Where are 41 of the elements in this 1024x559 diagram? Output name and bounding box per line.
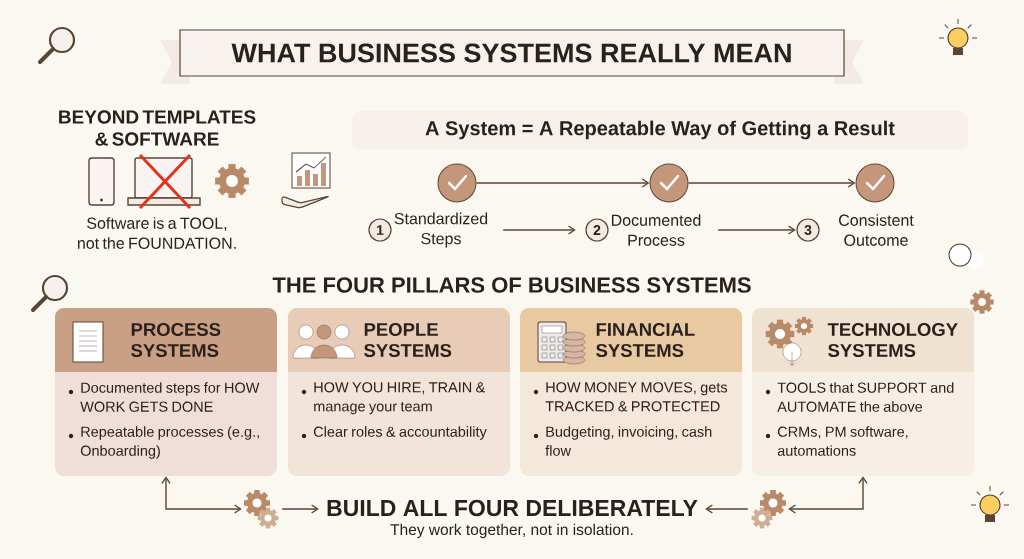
arrow [687, 178, 856, 188]
bullet-text: HOW MONEY MOVES, gets TRACKED & PROTECTED [533, 382, 728, 412]
arrow [717, 225, 796, 235]
step-label: Documented Process [611, 214, 701, 246]
check-circle [437, 163, 477, 203]
bullet-text: HOW YOU HIRE, TRAIN & manage your team [301, 382, 485, 415]
arrow [705, 504, 749, 514]
bullet-text: Budgeting, invoicing, cash flow [533, 426, 712, 456]
arrow [475, 178, 650, 188]
pillar-card [520, 308, 742, 476]
step-number: 3 [796, 218, 820, 242]
check-circle [649, 163, 689, 203]
step-label: Consistent Outcome [839, 214, 914, 246]
card-heading: PEOPLE SYSTEMS [364, 322, 452, 358]
check-circle [855, 163, 895, 203]
step-number: 1 [368, 218, 392, 242]
arrow [788, 476, 868, 514]
arrow [502, 225, 576, 235]
bullet-text: Documented steps for HOW WORK GETS DONE [68, 382, 260, 412]
card-heading: PROCESS SYSTEMS [131, 322, 221, 358]
title-banner: WHAT BUSINESS SYSTEMS REALLY MEAN [160, 29, 864, 84]
pillar-card [55, 308, 277, 476]
closing-statement: BUILD ALL FOUR DELIBERATELY They work together, not in isolation. [327, 499, 698, 539]
pillar-card [288, 308, 510, 476]
gears-drawing [751, 490, 786, 529]
bullet-text: Clear roles & accountability [301, 426, 487, 440]
gears-drawing [244, 490, 279, 529]
arrow [281, 504, 319, 514]
bullet-text: Repeatable processes (e.g., Onboarding) [68, 426, 259, 459]
bullet-text: CRMs, PM software, automations [765, 426, 908, 456]
step-number: 2 [585, 218, 609, 242]
card-heading: FINANCIAL SYSTEMS [596, 322, 695, 358]
section-heading: BEYOND TEMPLATES & SOFTWARE [59, 110, 256, 146]
note-text: Software is a TOOL, not the FOUNDATION. [78, 217, 236, 249]
step-label: Standardized Steps [394, 212, 488, 248]
pillar-card [752, 308, 974, 476]
arrow [161, 476, 242, 514]
bullet-text: TOOLS that SUPPORT and AUTOMATE the above [765, 382, 954, 412]
card-heading: TECHNOLOGY SYSTEMS [827, 322, 958, 358]
section-heading: THE FOUR PILLARS OF BUSINESS SYSTEMS [272, 277, 751, 293]
definition-band: A System = A Repeatable Way of Getting a Result [352, 111, 968, 149]
